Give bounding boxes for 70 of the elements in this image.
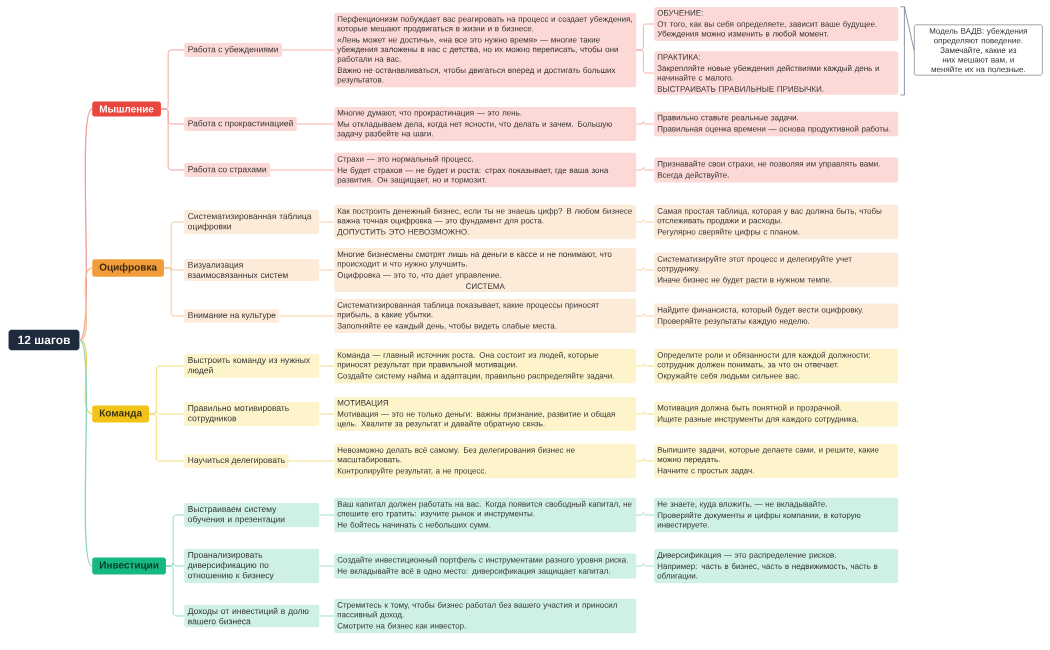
detail-card: ОБУЧЕНИЕ: От того, как вы себя определяете, зависит ваше будущее. Убеждения можно изменить в любой момент. — [654, 7, 899, 41]
note-card: Ваш капитал должен работать на вас. Когда появится свободный капитал, не спешите его тратить: изучите рынок и инструменты. Не бойтесь начинать с небольших сумм. — [334, 497, 637, 533]
detail-card: Самая простая таблица, которая у вас должна быть, чтобы отслеживать продажи и расходы. Регулярно сверяйте цифры с планом. — [654, 204, 899, 240]
connector-line — [636, 267, 655, 271]
connector-line — [160, 108, 185, 171]
note-card: Как построить денежный бизнес, если ты не знаешь цифр? В любом бизнесе важна точная оцифровка — это фундамент для роста. ДОПУСТИТЬ ЭТО НЕВОЗМОЖНО. — [334, 204, 637, 240]
subtopic: Доходы от инвестиций в долю вашего бизнеса — [184, 604, 320, 628]
main-topic: Инвестиции — [92, 557, 166, 575]
connector-line — [636, 167, 655, 171]
connector-line — [279, 315, 335, 317]
subtopic: Внимание на культуре — [184, 309, 280, 323]
connector-line — [79, 267, 93, 341]
detail-card: Найдите финансиста, который будет вести оцифровку. Проверяйте результаты каждую неделю. — [654, 303, 899, 329]
note-card: Многие думают, что прокрастинация — это лень. Мы откладываем дела, когда нет ясности, что делать и зачем. Большую задачу разбейте на шаги. — [334, 107, 637, 141]
note-card: Команда — главный источник роста. Она состоит из людей, которые приносят результат при правильной мотивации. Создайте систему найма и адаптации, правильно распределяйте задачи. — [334, 348, 637, 384]
connector-line — [148, 413, 185, 462]
note-card: Создайте инвестиционный портфель с инструментами разного уровня риска. Не вкладывайте всё в одно место: диверсификация защищает капитал. — [334, 553, 637, 579]
summary-box: Модель ВАДВ: убеждения определяют поведение. Замечайте, какие из них мешают вам, и меняйте их на полезные. — [914, 24, 1043, 76]
subtopic: Проанализировать диверсификацию по отношению к бизнесу — [184, 549, 320, 583]
connector-line — [319, 269, 335, 271]
main-topic: Команда — [92, 405, 150, 423]
detail-card: Правильно ставьте реальные задачи. Правильная оценка времени — основа продуктивной работы. — [654, 111, 899, 137]
detail-card: Диверсификация — это распределение рисков. Например: часть в бизнес, часть в недвижимость, часть в облигации. — [654, 548, 899, 584]
subtopic: Правильно мотивировать сотрудников — [184, 402, 320, 426]
connector-line — [636, 411, 655, 415]
subtopic: Выстраиваем систему обучения и презентации — [184, 503, 320, 527]
connector-line — [79, 339, 93, 415]
connector-line — [319, 565, 335, 567]
detail-card: Не знаете, куда вложить, — не вкладывайте. Проверяйте документы и цифры компании, в которую инвестируете. — [654, 497, 899, 533]
note-card: Стремитесь к тому, чтобы бизнес работал без вашего участия и приносил пассивный доход. Смотрите на бизнес как инвестор. — [334, 598, 637, 634]
note-card: Многие бизнесмены смотрят лишь на деньги в кассе и не понимают, что происходит и что нужно улучшить. Оцифровка — это то, что дает управление. СИСТЕМА — [334, 248, 637, 292]
main-topic: Мышление — [92, 101, 161, 117]
connector-line — [319, 365, 335, 367]
connector-line — [636, 363, 655, 367]
note-card: МОТИВАЦИЯ Мотивация — это не только деньги: важны признание, развитие и общая цель. Хвалите за результат и давайте обратную связь. — [334, 396, 637, 431]
subtopic: Систематизированная таблица оцифровки — [184, 209, 320, 235]
detail-card: Выпишите задачи, которые делаете сами, и решите, какие можно передать. Начните с простых задач. — [654, 444, 899, 478]
connector-line — [636, 313, 655, 317]
connector-line — [319, 413, 335, 415]
connector-line — [636, 458, 655, 462]
detail-card: Признавайте свои страхи, не позволяя им управлять вами. Всегда действуйте. — [654, 157, 899, 183]
connector-line — [636, 121, 655, 125]
note-card: Невозможно делать всё самому. Без делегирования бизнес не масштабировать. Контролируйте результат, а не процесс. — [334, 443, 637, 479]
subtopic: Работа с убеждениями — [184, 43, 282, 57]
subtopic: Работа с прокрастинацией — [184, 116, 297, 132]
note-card: Перфекционизм побуждает вас реагировать на процесс и создает убеждения, которые мешают продвигаться в жизни и в бизнесе. «Лень может не достичь», «на все это нужно время» — многие такие убеждения заложены в нас с детства, но их можно переписать, чтобы они работали на вас. Важно не останавливаться, чтобы двигаться вперед и достигать больших результатов. — [334, 12, 637, 88]
detail-card: ПРАКТИКА: Закрепляйте новые убеждения действиями каждый день и начинайте с малого. ВЫСТРАИВАТЬ ПРАВИЛЬНЫЕ ПРИВЫЧКИ. — [654, 51, 899, 95]
note-card: Систематизированная таблица показывает, какие процессы приносят прибыль, а какие убытки. Заполняйте ее каждый день, чтобы видеть слабые места. — [334, 298, 637, 334]
subtopic: Работа со страхами — [184, 163, 271, 177]
connector-line — [319, 514, 335, 516]
detail-card: Систематизируйте этот процесс и делегируйте учет сотруднику. Иначе бизнес не будет расти в нужном темпе. — [654, 252, 899, 288]
central-topic: 12 шагов — [8, 329, 80, 351]
connector-line — [319, 221, 335, 223]
connector-line — [296, 123, 335, 125]
main-topic: Оцифровка — [92, 259, 164, 277]
connector-line — [281, 49, 335, 51]
connector-line — [79, 108, 93, 341]
detail-card: Определите роли и обязанности для каждой должности: сотрудник должен понимать, за что он отвечает. Окружайте себя людьми сильнее вас. — [654, 348, 899, 384]
subtopic: Выстроить команду из нужных людей — [184, 354, 320, 378]
connector-line — [636, 512, 655, 516]
subtopic: Научиться делегировать — [184, 454, 289, 468]
detail-card: Мотивация должна быть понятной и прозрачной. Ищите разные инструменты для каждого сотрудника. — [654, 401, 899, 427]
connector-line — [636, 219, 655, 223]
connector-line — [319, 615, 335, 617]
note-card: Страхи — это нормальный процесс. Не будет страхов — не будет и роста: страх показывает, где ваша зона развития. Он защищает, но и тормозит. — [334, 152, 637, 188]
connector-line — [269, 169, 335, 171]
connector-line — [288, 460, 335, 462]
connector-line — [636, 563, 655, 567]
connector-line — [79, 339, 93, 567]
subtopic: Визуализация взаимосвязанных систем — [184, 258, 320, 282]
